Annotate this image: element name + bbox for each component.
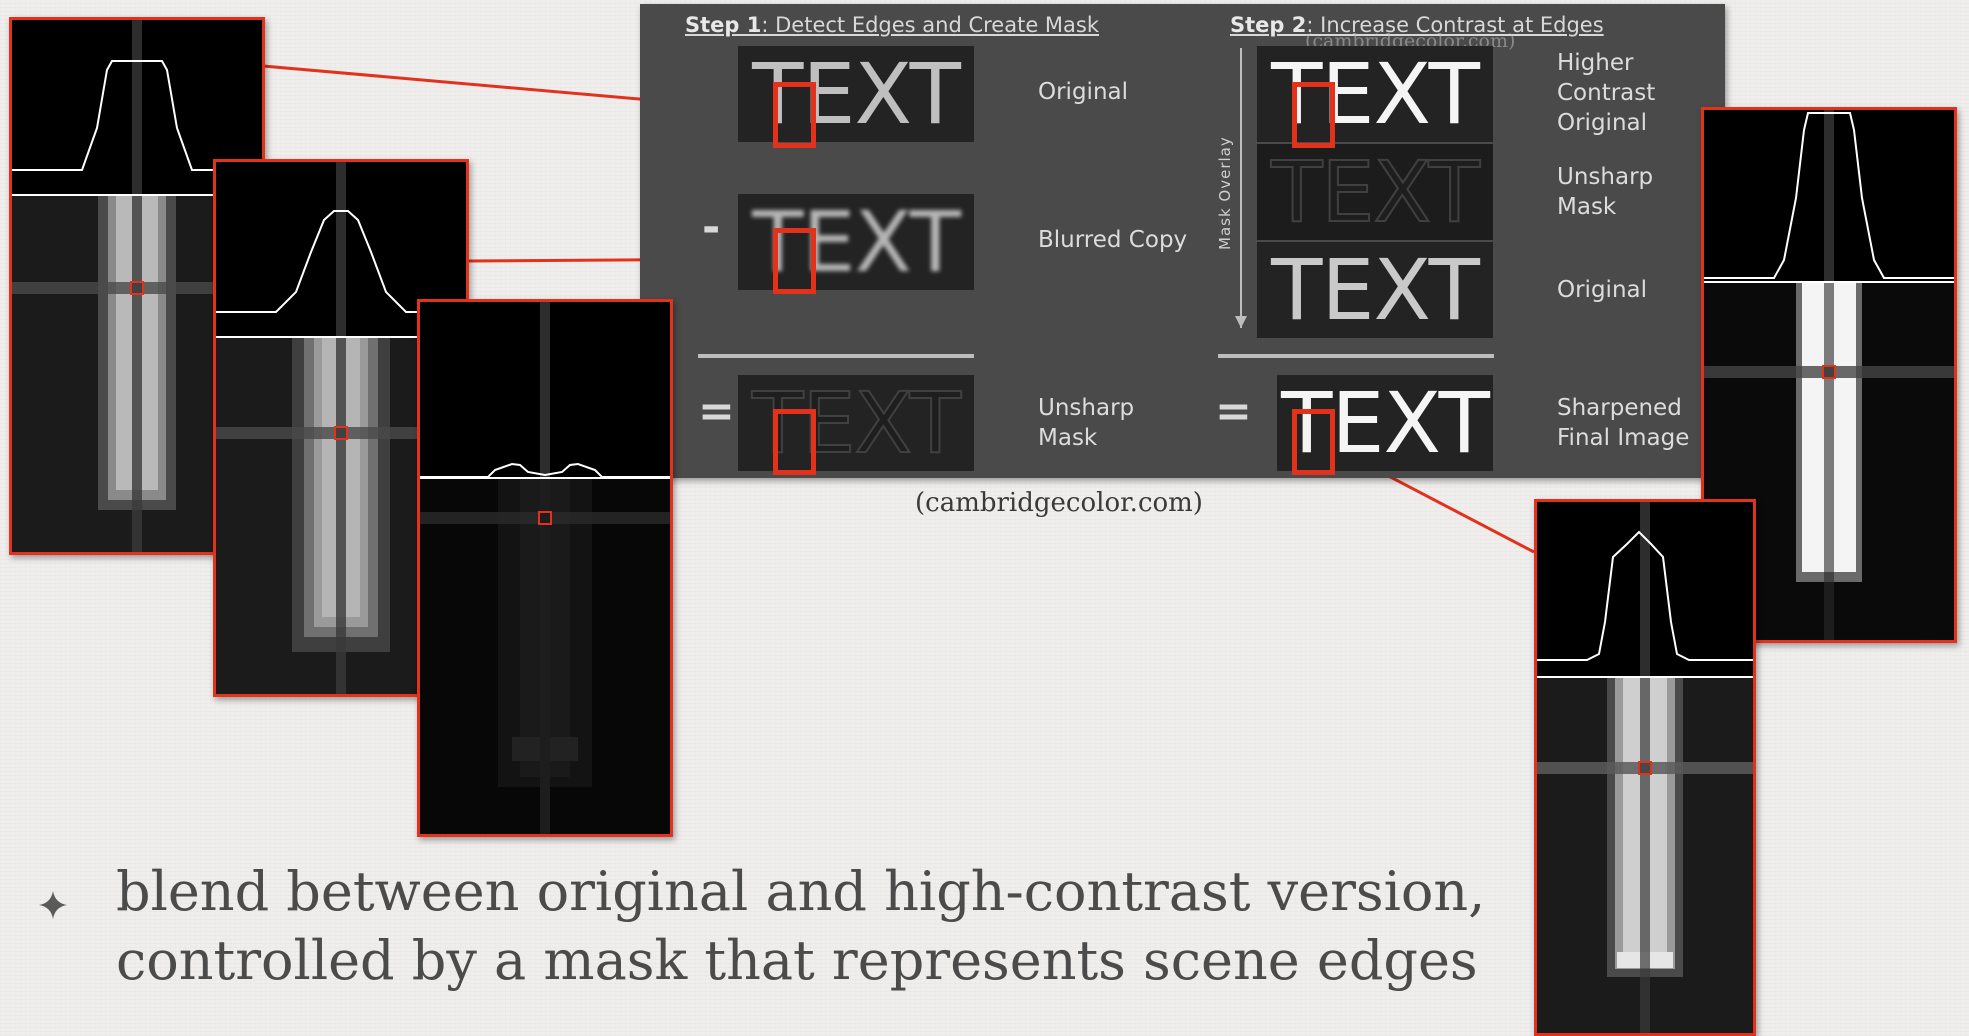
source-credit: (cambridgecolor.com) [915, 488, 1203, 518]
text-blurred-box: TEXT [738, 194, 974, 290]
zoom-mask-graphic [420, 302, 670, 834]
equals-operator-left: = [698, 386, 735, 437]
mask-overlay-axis [1240, 48, 1242, 328]
step1-title: Step 1: Detect Edges and Create Mask [685, 13, 1100, 37]
equals-operator-right: = [1215, 386, 1252, 437]
label-unsharp-mask-right: Unsharp Mask [1557, 164, 1654, 220]
highlight-box-original [773, 82, 816, 148]
label-original-right: Original [1557, 277, 1648, 303]
label-original: Original [1038, 79, 1129, 105]
text-original-right-box: TEXT [1257, 242, 1493, 338]
text-unsharp-mask-box: TEXT [738, 375, 974, 471]
label-sharpened: Sharpened Final Image [1557, 395, 1690, 451]
minus-operator: - [702, 202, 721, 253]
label-unsharp-mask: Unsharp Mask [1038, 395, 1135, 451]
zoom-sharpened-graphic [1537, 502, 1753, 1033]
right-divider [1218, 354, 1494, 358]
zoom-higher-contrast-graphic [1704, 110, 1954, 640]
zoom-panel-sharpened [1534, 499, 1756, 1036]
highlight-box-blurred [773, 228, 816, 294]
bullet-text-line1: blend between original and high-contrast… [116, 860, 1486, 923]
highlight-box-mask [773, 409, 816, 475]
four-point-star-icon [39, 891, 67, 919]
bullet-text-line2: controlled by a mask that represents sce… [116, 929, 1478, 992]
mask-overlay-label: Mask Overlay [1216, 136, 1234, 250]
zoom-panel-unsharp-mask [417, 299, 673, 837]
text-unsharp-mask-right-box: TEXT [1257, 144, 1493, 240]
left-divider [698, 354, 974, 358]
text-sharpened-box: TEXT [1277, 375, 1493, 471]
label-higher-contrast: Higher Contrast Original [1557, 50, 1656, 136]
highlight-box-higher-contrast [1292, 82, 1335, 148]
label-blurred-copy: Blurred Copy [1038, 227, 1188, 253]
unsharp-mask-diagram: Step 1: Detect Edges and Create Mask Ste… [640, 4, 1725, 478]
arrow-down-icon [1235, 316, 1247, 328]
highlight-box-sharpened [1292, 409, 1335, 475]
step2-title: Step 2: Increase Contrast at Edges [1230, 13, 1604, 37]
